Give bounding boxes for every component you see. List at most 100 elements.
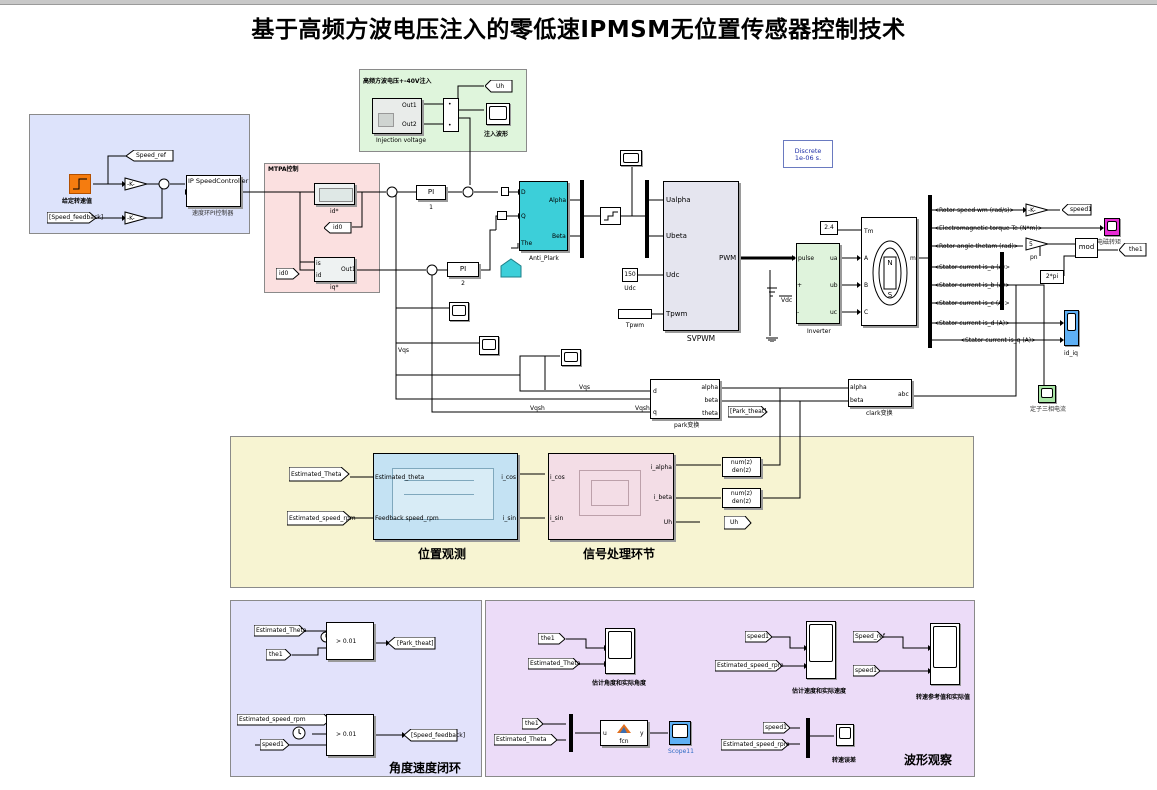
ip-controller-caption: 速度环PI控制器 — [192, 210, 234, 217]
unit-delay-q[interactable] — [497, 211, 507, 220]
pmsm-block[interactable] — [861, 217, 917, 326]
ip-speed-controller[interactable] — [186, 175, 241, 207]
park-vqsh-2: Vqsh — [635, 405, 650, 412]
zoh-icon — [604, 211, 618, 221]
angle-compare-scope[interactable] — [605, 628, 635, 674]
w-speed1-from-2[interactable]: speed1 — [853, 665, 881, 677]
injection-scope[interactable] — [486, 103, 510, 125]
w-est-speed-from-2[interactable]: Estimated_speed_rpm — [721, 739, 790, 751]
powergui-discrete[interactable] — [783, 140, 833, 168]
w-speed1-from-3[interactable]: speed1 — [763, 722, 791, 734]
signal-processing-block[interactable] — [548, 453, 674, 540]
park-theat-from[interactable]: [Park_theat] — [728, 406, 768, 418]
sig-is-b: <Stator current is_b (A)> — [934, 282, 1011, 289]
clark-block[interactable] — [848, 379, 912, 407]
w-the1-from-2[interactable]: the1 — [522, 718, 544, 730]
torque-scope[interactable] — [1104, 218, 1120, 236]
theta-from-tag[interactable] — [500, 258, 522, 278]
pi-q-label: PI — [459, 265, 467, 273]
speed-compare-scope[interactable] — [806, 621, 836, 679]
ab-scope[interactable] — [620, 150, 642, 166]
pi-q-block[interactable] — [447, 262, 479, 277]
w-est-theta-label-2: Estimated_Theta — [496, 736, 547, 743]
three-phase-scope[interactable] — [1038, 385, 1056, 403]
park-caption: park变换 — [674, 422, 700, 429]
mod-block[interactable] — [1075, 238, 1098, 258]
al-the1-from[interactable]: the1 — [266, 649, 292, 661]
vdc-source[interactable] — [763, 282, 781, 342]
id0-goto-label: id0 — [333, 224, 343, 231]
window-top-border — [0, 0, 1157, 5]
injection-product-block[interactable] — [443, 98, 459, 132]
two-pi-constant[interactable] — [1040, 270, 1064, 284]
unit-delay-d[interactable] — [501, 187, 509, 196]
park-block[interactable] — [650, 379, 720, 419]
gain-block-ref[interactable] — [124, 177, 148, 191]
park-theat-label: [Park_theat] — [730, 408, 767, 415]
w-speed1-label-3: speed1 — [765, 724, 787, 731]
tm-constant[interactable] — [820, 221, 838, 235]
gain-block-fb[interactable] — [124, 211, 148, 225]
angle-switch[interactable] — [326, 622, 374, 660]
matlab-icon — [617, 724, 631, 733]
estimated-theta-goto[interactable]: Estimated_Theta — [289, 467, 350, 482]
mtpa-iq-block[interactable] — [314, 257, 355, 282]
al-estimated-speed-from[interactable]: Estimated_speed_rpm — [237, 714, 331, 726]
id0-goto[interactable]: id0 — [324, 222, 352, 234]
injection-voltage-block[interactable] — [372, 98, 422, 134]
scope-mid-3[interactable] — [561, 349, 581, 366]
sig-is-q: <Stator current is_q (A)> — [960, 337, 1037, 344]
tpwm-block[interactable] — [618, 309, 652, 319]
uh-from[interactable]: Uh — [724, 516, 752, 530]
speed-ref-scope[interactable] — [930, 623, 960, 685]
w-speed1-from[interactable]: speed1 — [745, 631, 773, 643]
park-theat-goto[interactable]: [Park_theat] — [388, 637, 436, 650]
al-estimated-theta-from[interactable]: Estimated_Theta — [254, 625, 307, 637]
speed-sum-block[interactable] — [158, 178, 170, 190]
speed-ref-goto[interactable]: Speed_ref — [126, 150, 174, 162]
filter-beta-block[interactable] — [722, 488, 761, 508]
speed-feedback-goto[interactable]: [Speed_feedback] — [404, 729, 465, 742]
speed-gain-block[interactable] — [1025, 203, 1049, 217]
idiq-scope[interactable] — [1064, 310, 1079, 346]
pn-gain-block[interactable] — [1025, 237, 1049, 251]
position-observer-block[interactable] — [373, 453, 518, 540]
speed-switch[interactable] — [326, 714, 374, 756]
inverter-block[interactable] — [796, 243, 840, 324]
injection-sum-block[interactable] — [462, 186, 474, 198]
speed-feedback-goto-label: [Speed_feedback] — [411, 732, 466, 739]
id0-from[interactable]: id0 — [276, 268, 300, 280]
wave-mux-bar-1 — [569, 714, 573, 752]
inverter-uc: uc — [830, 309, 838, 316]
estimated-speed-label: Estimated_speed_rpm — [289, 515, 356, 522]
id-sum-block[interactable] — [386, 186, 398, 198]
speed-feedback-from[interactable]: [Speed_feedback] — [47, 212, 103, 224]
the1-goto[interactable]: the1 — [1119, 243, 1147, 257]
w-speed1-label: speed1 — [747, 633, 769, 640]
uh-goto[interactable]: Uh — [485, 80, 513, 93]
iq-sum-block[interactable] — [426, 264, 438, 276]
w-est-theta-from-1[interactable]: Estimated_Theta — [528, 658, 581, 670]
scope11[interactable] — [669, 721, 691, 745]
al-speed1-from[interactable]: speed1 — [260, 739, 290, 751]
w-est-speed-from-1[interactable]: Estimated_speed_rpm — [715, 660, 784, 672]
filter-alpha-block[interactable] — [722, 457, 761, 477]
scope-mid-1[interactable] — [449, 302, 469, 321]
speed-error-scope[interactable] — [836, 724, 854, 746]
svpwm-block[interactable] — [663, 181, 739, 331]
anti-park-block[interactable] — [519, 181, 568, 251]
product-dot-1: • — [448, 101, 452, 108]
w-the1-from[interactable]: the1 — [538, 633, 566, 645]
w-est-theta-from-2[interactable]: Estimated_Theta — [494, 734, 558, 746]
speed1-goto[interactable]: speed1 — [1062, 204, 1092, 216]
scope-mid-2[interactable] — [479, 336, 499, 355]
motor-b-port: B — [864, 282, 869, 289]
filter-alpha-den: den(z) — [731, 467, 752, 474]
pi-d-block[interactable] — [416, 185, 446, 200]
mtpa-id-block[interactable] — [314, 183, 355, 205]
udc-constant[interactable] — [622, 268, 638, 282]
estimated-speed-goto[interactable]: Estimated_speed_rpm — [287, 511, 356, 526]
w-speed-ref-from[interactable]: Speed_ref — [853, 631, 885, 643]
fcn-u-port: u — [603, 730, 607, 737]
